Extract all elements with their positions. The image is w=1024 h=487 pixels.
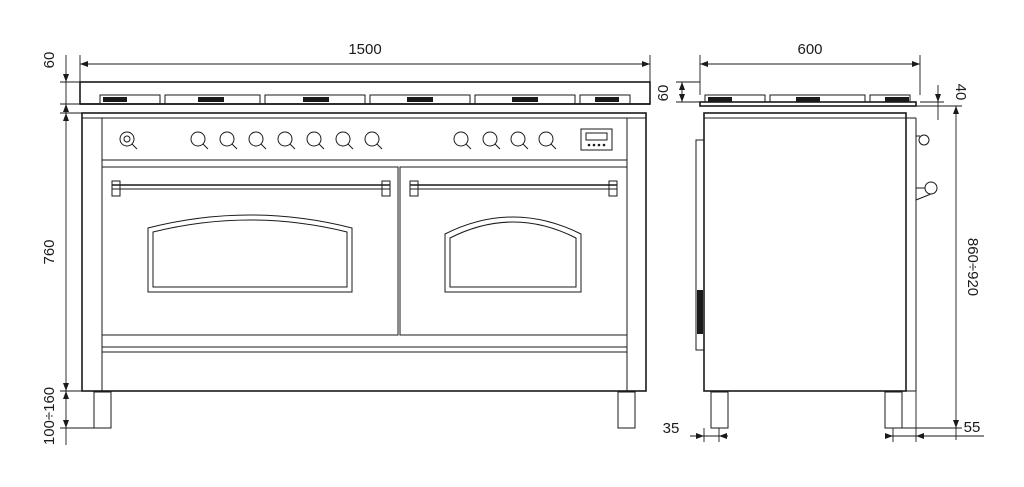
side-front-leg <box>710 391 729 429</box>
side-knob-icon <box>918 134 930 146</box>
dim-top-height: 60 <box>41 52 58 69</box>
clock-display-icon <box>580 128 613 151</box>
side-view: 600 60 40 860÷920 <box>655 41 984 442</box>
front-leg-offset-dimension: 35 <box>663 420 728 442</box>
control-panel <box>102 128 627 161</box>
left-oven-door <box>101 166 399 336</box>
knob-icon <box>335 131 351 147</box>
knob-icon <box>219 131 235 147</box>
side-body <box>703 112 907 392</box>
oven-window <box>147 214 353 293</box>
knob-icon <box>248 131 264 147</box>
side-handle-icon <box>924 181 938 195</box>
dim-side-top-height: 60 <box>655 85 672 102</box>
side-hob-top <box>699 101 917 107</box>
total-height-dimension: 860÷920 <box>902 105 981 440</box>
dim-knob-projection: 40 <box>952 84 969 101</box>
knob-icon <box>453 131 469 147</box>
knob-icon <box>364 131 380 147</box>
dim-width: 1500 <box>348 41 381 58</box>
right-oven-door <box>399 166 628 336</box>
dim-front-leg-offset: 35 <box>663 420 680 437</box>
front-view: 1500 60 760 100÷160 <box>41 41 651 445</box>
width-dimension: 1500 <box>79 41 651 82</box>
cooker-body <box>81 112 647 392</box>
dim-leg-height: 100÷160 <box>41 387 58 445</box>
knob-icon <box>538 131 554 147</box>
depth-dimension: 600 <box>699 41 921 95</box>
side-vent <box>697 290 703 334</box>
side-top-height-dimension: 60 <box>655 81 700 103</box>
dim-depth: 600 <box>797 41 822 58</box>
side-rear-leg <box>884 391 903 429</box>
dim-rear-leg-offset: 55 <box>964 419 981 436</box>
oven-window <box>444 216 582 293</box>
knob-projection-dimension: 40 <box>920 84 969 120</box>
left-leg <box>93 391 112 429</box>
knob-icon <box>277 131 293 147</box>
body-height-dimension: 760 <box>41 112 82 392</box>
knob-icon <box>510 131 526 147</box>
knob-icon <box>190 131 206 147</box>
rear-leg-offset-dimension: 55 <box>885 391 984 442</box>
top-height-dimension: 60 <box>41 52 80 113</box>
dim-total-height: 860÷920 <box>964 238 981 296</box>
burner-grates <box>99 94 631 105</box>
right-leg <box>617 391 636 429</box>
knob-icon <box>482 131 498 147</box>
dim-body-height: 760 <box>41 239 58 264</box>
knob-icon <box>306 131 322 147</box>
knob-icon <box>119 131 135 147</box>
leg-height-dimension: 100÷160 <box>41 387 94 445</box>
